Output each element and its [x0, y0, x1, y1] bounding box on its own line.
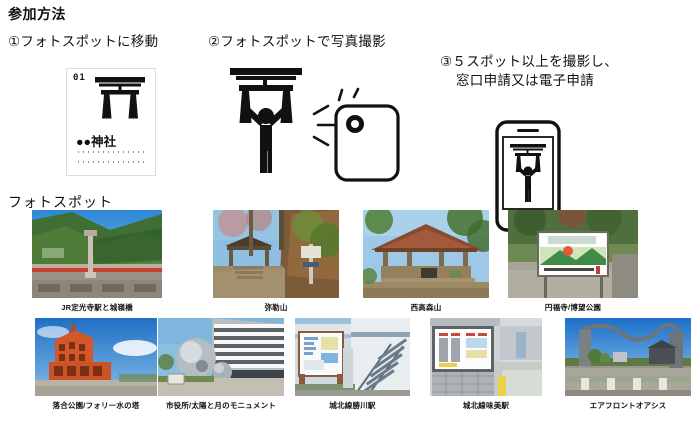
shrine-placard: 01 ●●神社 — [66, 67, 156, 176]
photo-spot-item[interactable]: 落合公園/フォリー水の塔 — [35, 318, 157, 411]
step-3-label-line-1: ③５スポット以上を撮影し、 — [440, 53, 619, 69]
photo-spot-item[interactable]: 城北線味美駅 — [430, 318, 542, 411]
photo-spot-item[interactable]: 西高森山 — [363, 210, 489, 313]
photo-caption: 城北線勝川駅 — [329, 401, 376, 410]
step-1: ①フォトスポットに移動 01 ●●神社 — [8, 32, 208, 184]
photo-caption: 弥勒山 — [264, 303, 288, 312]
photo-thumbnail-mountain-summit[interactable] — [213, 210, 339, 298]
photo-spot-item[interactable]: 円福寺/博望公園 — [508, 210, 638, 313]
photo-spot-item[interactable]: 市役所/太陽と月のモニュメント — [158, 318, 284, 411]
placard-shrine-name: ●●神社 — [76, 134, 117, 149]
placard-dotted-line-2 — [76, 160, 146, 163]
photo-caption: 城北線味美駅 — [462, 401, 510, 410]
photo-thumbnail-bridge[interactable] — [32, 210, 162, 298]
photo-thumbnail-wavy-arch-gate[interactable] — [565, 318, 691, 396]
torii-gate-icon — [93, 75, 147, 126]
step-2-illustration — [208, 62, 438, 184]
step-3-label-line-2: 窓口申請又は電子申請 — [456, 73, 594, 89]
step-2: ②フォトスポットで写真撮影 — [208, 32, 438, 184]
photo-caption: 円福寺/博望公園 — [544, 303, 602, 312]
participation-steps: ①フォトスポットに移動 01 ●●神社 — [0, 32, 700, 232]
step-2-label: ②フォトスポットで写真撮影 — [208, 34, 387, 49]
photo-caption: 市役所/太陽と月のモニュメント — [165, 401, 277, 410]
photo-thumbnail-park-signboard[interactable] — [508, 210, 638, 298]
photo-thumbnail-pavilion[interactable] — [363, 210, 489, 298]
photo-caption: 西高森山 — [410, 303, 442, 312]
photo-caption: エアフロントオアシス — [589, 401, 667, 410]
photo-spot-row-2: 落合公園/フォリー水の塔 — [0, 318, 700, 422]
page-title: 参加方法 — [8, 6, 66, 22]
step-1-illustration: 01 ●●神社 — [8, 62, 208, 184]
photo-spot-item[interactable]: エアフロントオアシス — [565, 318, 691, 411]
photo-spot-item[interactable]: 弥勒山 — [213, 210, 339, 313]
photo-spot-item[interactable]: 城北線勝川駅 — [295, 318, 410, 411]
step-3-label: ③５スポット以上を撮影し、 窓口申請又は電子申請 — [440, 32, 695, 110]
step-3: ③５スポット以上を撮影し、 窓口申請又は電子申請 — [440, 32, 695, 232]
photo-spot-item[interactable]: JR定光寺駅と城嶺橋 — [32, 210, 162, 313]
photo-thumbnail-station-noticeboard[interactable] — [295, 318, 410, 396]
photo-caption: JR定光寺駅と城嶺橋 — [61, 303, 133, 312]
photo-spot-grid: JR定光寺駅と城嶺橋 — [0, 210, 700, 422]
photo-thumbnail-sphere-monument[interactable] — [158, 318, 284, 396]
photo-thumbnail-station-platform[interactable] — [430, 318, 542, 396]
photo-spots-section-title: フォトスポット — [8, 194, 113, 210]
photo-caption: 落合公園/フォリー水の塔 — [52, 401, 140, 410]
photo-spot-row-1: JR定光寺駅と城嶺橋 — [0, 210, 700, 318]
photo-thumbnail-water-tower[interactable] — [35, 318, 157, 396]
placard-dotted-line-1 — [76, 150, 146, 153]
placard-number: 01 — [73, 72, 86, 83]
step-1-label: ①フォトスポットに移動 — [8, 34, 159, 49]
